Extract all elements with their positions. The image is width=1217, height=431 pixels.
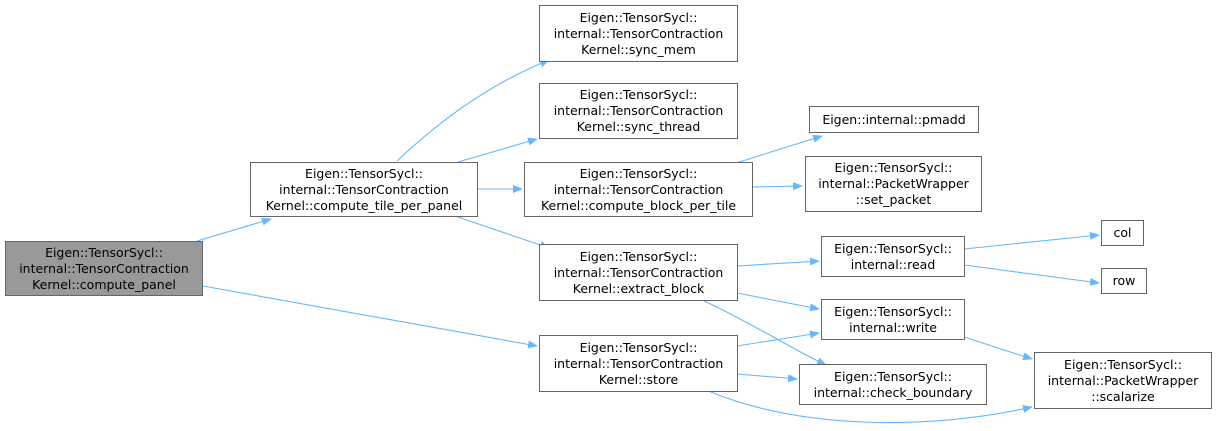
node-pmadd[interactable]: Eigen::internal::pmadd [809,106,979,133]
node-label: row [1112,273,1136,288]
node-write[interactable]: Eigen::TensorSycl:: internal::write [821,299,965,340]
edge-store-to-check-boundary [736,373,798,383]
edge-compute-tile-per-panel-to-sync-mem [396,59,550,162]
edge-store-to-write [736,330,820,347]
node-sync-mem[interactable]: Eigen::TensorSycl:: internal::TensorCont… [539,5,738,62]
node-label: Eigen::TensorSycl:: internal::TensorCont… [553,87,724,134]
node-scalarize[interactable]: Eigen::TensorSycl:: internal::PacketWrap… [1034,352,1212,409]
node-label: Eigen::TensorSycl:: internal::write [834,303,952,335]
edge-compute-panel-to-compute-tile-per-panel [196,217,272,242]
node-label: Eigen::TensorSycl:: internal::TensorCont… [553,248,724,296]
node-label: Eigen::TensorSycl:: internal::TensorCont… [19,244,189,292]
node-label: Eigen::TensorSycl:: internal::TensorCont… [265,165,463,213]
node-extract-block[interactable]: Eigen::TensorSycl:: internal::TensorCont… [539,244,738,301]
node-label: Eigen::TensorSycl:: internal::PacketWrap… [818,160,969,207]
edge-compute-block-per-tile-to-pmadd [735,134,823,164]
node-label: Eigen::TensorSycl:: internal::read [834,240,952,272]
node-check-boundary[interactable]: Eigen::TensorSycl:: internal::check_boun… [799,364,987,405]
node-compute-tile-per-panel[interactable]: Eigen::TensorSycl:: internal::TensorCont… [250,162,478,217]
edge-store-to-scalarize [705,389,1033,424]
node-set-packet[interactable]: Eigen::TensorSycl:: internal::PacketWrap… [805,156,982,212]
node-store[interactable]: Eigen::TensorSycl:: internal::TensorCont… [539,335,738,392]
node-label: Eigen::TensorSycl:: internal::PacketWrap… [1047,356,1199,404]
edge-extract-block-to-read [736,257,820,267]
node-label: Eigen::TensorSycl:: internal::TensorCont… [553,9,724,57]
edge-compute-block-per-tile-to-set-packet [752,182,803,191]
edge-extract-block-to-write [736,292,820,312]
node-compute-block-per-tile[interactable]: Eigen::TensorSycl:: internal::TensorCont… [524,162,753,217]
node-label: Eigen::TensorSycl:: internal::TensorCont… [553,339,724,387]
node-compute-panel: Eigen::TensorSycl:: internal::TensorCont… [5,241,203,296]
edge-compute-tile-per-panel-to-sync-thread [457,137,538,163]
edge-write-to-scalarize [963,336,1033,361]
node-label: Eigen::internal::pmadd [822,111,966,127]
node-label: Eigen::TensorSycl:: internal::check_boun… [813,368,973,400]
edge-compute-tile-per-panel-to-extract-block [454,215,550,249]
edge-read-to-col [963,231,1100,250]
edge-read-to-row [963,264,1100,286]
edge-compute-panel-to-store [202,285,538,349]
node-sync-thread[interactable]: Eigen::TensorSycl:: internal::TensorCont… [539,83,738,139]
node-row[interactable]: row [1101,268,1147,294]
edge-extract-block-to-check-boundary [703,300,827,366]
node-label: Eigen::TensorSycl:: internal::TensorCont… [540,165,737,213]
node-label: col [1113,225,1132,240]
node-read[interactable]: Eigen::TensorSycl:: internal::read [821,236,965,277]
node-col[interactable]: col [1101,220,1144,246]
